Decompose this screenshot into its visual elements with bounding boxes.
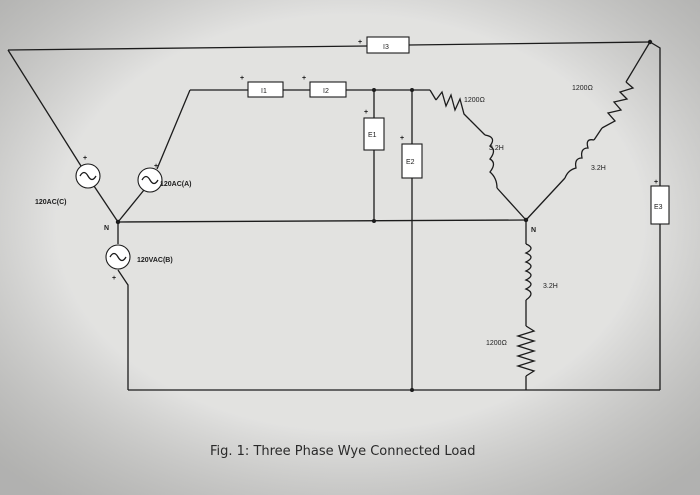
voltmeter-e2-label: E2 — [406, 159, 415, 166]
wire-phase-a-upper — [156, 89, 191, 170]
wire-load-1-mid — [469, 119, 486, 136]
source-c — [75, 163, 101, 189]
source-a-label: 120AC(A) — [160, 181, 192, 188]
load-3-resistance-label: 1200Ω — [486, 340, 507, 347]
wire-phase-c — [7, 49, 82, 167]
inductor-load-1-icon — [484, 134, 498, 189]
wire-load-2-end — [525, 177, 566, 221]
junction-e1-bottom — [372, 219, 376, 223]
junction-e1-top — [372, 88, 376, 92]
polarity-c: + — [83, 155, 87, 162]
junctions — [115, 39, 653, 392]
wire-top-left — [7, 45, 368, 51]
polarity-b: + — [112, 275, 116, 282]
load-3-inductance-label: 3.2H — [543, 283, 558, 290]
wire-load-1-end — [496, 187, 527, 221]
resistor-load-3-icon — [515, 325, 537, 377]
inductor-load-2-icon — [564, 139, 595, 179]
source-c-label: 120AC(C) — [35, 199, 67, 206]
voltmeter-e1 — [363, 117, 385, 151]
voltmeter-e2 — [401, 143, 423, 179]
source-b-label: 120VAC(B) — [137, 257, 173, 264]
polarity-i3: + — [358, 39, 362, 46]
load-neutral-label: N — [531, 227, 536, 234]
resistor-load-1-icon — [435, 90, 471, 121]
inductor-load-3-icon — [524, 243, 532, 301]
figure-caption: Fig. 1: Three Phase Wye Connected Load — [210, 444, 476, 459]
source-a — [137, 167, 163, 193]
junction-source-neutral — [115, 219, 121, 225]
source-neutral-label: N — [104, 225, 109, 232]
voltmeter-e3-label: E3 — [654, 204, 663, 211]
wire-phase-a — [117, 189, 145, 223]
source-b — [105, 244, 131, 270]
polarity-a: + — [154, 163, 158, 170]
sine-b-icon — [109, 252, 127, 262]
load-1-inductance-label: 3.2H — [489, 145, 504, 152]
resistor-load-2-icon — [601, 81, 635, 129]
wire-phase-b-lower — [117, 269, 129, 390]
ammeter-i2-label: I2 — [323, 88, 329, 95]
wire-load-2-top — [625, 41, 651, 83]
polarity-e3: + — [654, 179, 658, 186]
load-1-resistance-label: 1200Ω — [464, 97, 485, 104]
junction-e2-top — [410, 88, 414, 92]
wire-top-right — [408, 41, 651, 46]
load-2-inductance-label: 3.2H — [591, 165, 606, 172]
polarity-e2: + — [400, 135, 404, 142]
junction-e2-bottom — [410, 388, 414, 392]
junction-load-neutral — [523, 217, 529, 223]
ammeter-i3 — [366, 36, 410, 54]
wire-load-2-mid — [593, 127, 603, 141]
polarity-e1: + — [364, 109, 368, 116]
sine-a-icon — [141, 175, 159, 185]
voltmeter-e1-label: E1 — [368, 132, 377, 139]
wire-neutral — [117, 219, 527, 223]
wire-phase-c-lower — [93, 185, 119, 223]
load-2-resistance-label: 1200Ω — [572, 85, 593, 92]
polarity-i2: + — [302, 75, 306, 82]
wire-e3-top — [649, 41, 661, 186]
junction-top-right — [647, 39, 653, 45]
polarity-i1: + — [240, 75, 244, 82]
wires — [7, 41, 661, 391]
sine-c-icon — [79, 171, 97, 181]
ammeter-i2 — [309, 81, 347, 98]
ammeter-i3-label: I3 — [383, 44, 389, 51]
polarity-marks: + + + + + + + + + — [83, 39, 658, 282]
ammeter-i1 — [247, 81, 284, 98]
ammeter-i1-label: I1 — [261, 88, 267, 95]
wire-load-1-top — [429, 89, 437, 101]
voltmeter-e3 — [650, 185, 670, 225]
